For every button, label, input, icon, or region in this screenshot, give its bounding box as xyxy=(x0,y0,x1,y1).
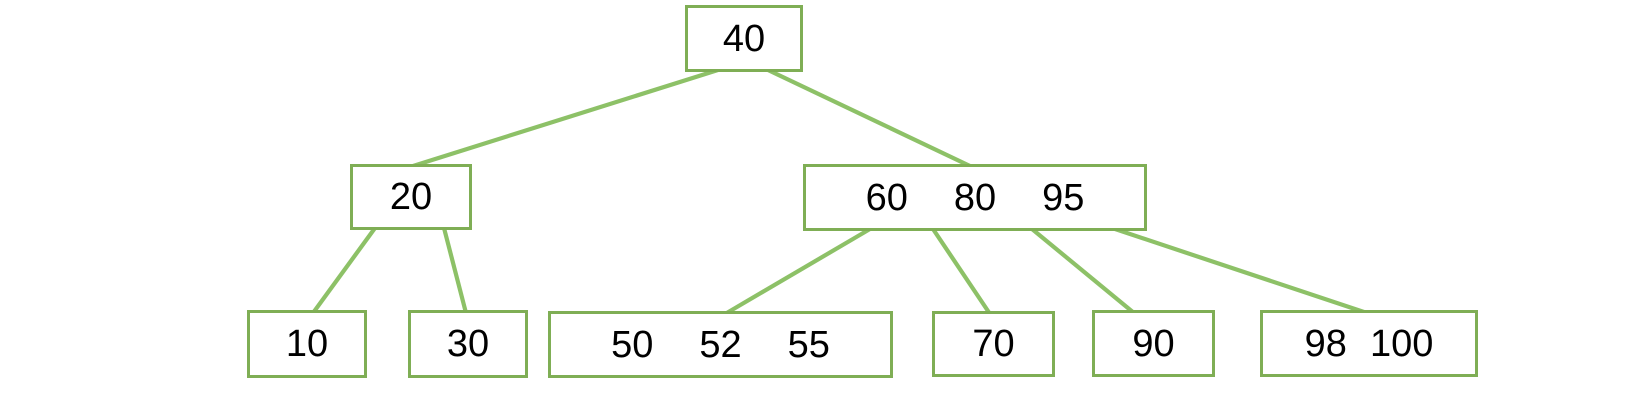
btree-node-90: 90 xyxy=(1092,310,1215,377)
node-key: 20 xyxy=(389,176,433,218)
btree-node-20: 20 xyxy=(350,164,472,230)
btree-node-40: 40 xyxy=(685,5,803,72)
node-key: 60 xyxy=(865,176,908,219)
edge-60-98-100 xyxy=(1114,227,1368,315)
edge-60-90 xyxy=(1030,227,1136,315)
btree-node-60-80-95: 60 80 95 xyxy=(803,164,1147,231)
node-key: 98 xyxy=(1304,322,1347,365)
node-key: 30 xyxy=(446,323,490,365)
edge-20-10 xyxy=(311,226,377,315)
btree-node-50-52-55: 50 52 55 xyxy=(548,311,893,378)
node-key: 95 xyxy=(1042,176,1085,219)
edge-40-60-80-95 xyxy=(767,68,971,168)
node-key: 100 xyxy=(1369,322,1434,365)
edge-60-70 xyxy=(931,227,992,316)
edge-40-20 xyxy=(412,67,719,169)
btree-node-98-100: 98 100 xyxy=(1260,310,1478,377)
node-key: 55 xyxy=(787,323,830,366)
btree-node-10: 10 xyxy=(247,310,367,378)
node-key: 70 xyxy=(972,323,1015,365)
node-key: 10 xyxy=(285,323,329,365)
node-key: 80 xyxy=(953,176,997,219)
btree-node-70: 70 xyxy=(932,311,1055,377)
node-key: 52 xyxy=(699,323,742,366)
node-key: 50 xyxy=(611,323,654,366)
btree-node-30: 30 xyxy=(408,310,528,378)
edge-20-30 xyxy=(441,227,469,314)
node-key: 90 xyxy=(1132,322,1175,365)
edge-60-50-52-55 xyxy=(723,227,872,316)
node-key: 40 xyxy=(722,17,766,60)
